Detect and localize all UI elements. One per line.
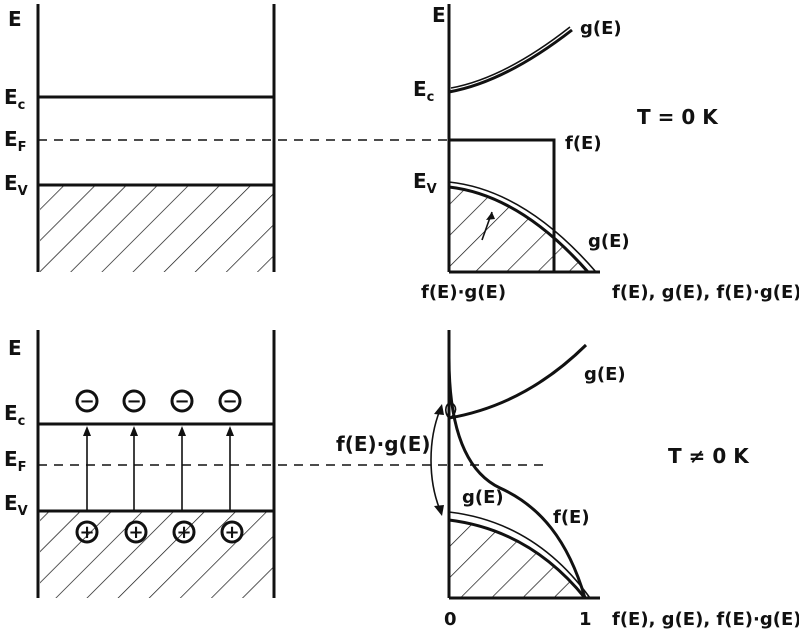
svg-text:+: +	[176, 522, 191, 543]
excitation-arrow-4	[226, 426, 234, 511]
f-fermi-dirac-curve	[447, 357, 587, 599]
curved-double-arrow	[430, 409, 441, 511]
hole-2: +	[124, 520, 148, 544]
electron-2: −	[122, 389, 146, 413]
g-conduction-curve	[448, 28, 573, 94]
svg-text:+: +	[224, 522, 239, 543]
g-upper-label: g(E)	[580, 18, 622, 39]
small-arrow-head	[486, 212, 495, 220]
temperature-label: T = 0 K	[637, 105, 719, 129]
excitation-arrow-1	[83, 426, 91, 511]
g-valence-curve-outer	[448, 511, 591, 599]
svg-text:−: −	[126, 391, 141, 412]
valence-product-hatch	[449, 187, 588, 272]
temperature-label: T ≠ 0 K	[668, 444, 750, 468]
electron-3: −	[170, 389, 194, 413]
ec-label: Ec	[413, 77, 434, 105]
hole-4: +	[220, 520, 244, 544]
curved-arrow-head-bottom	[434, 505, 444, 516]
x-axis-label: f(E), g(E), f(E)·g(E)	[612, 609, 799, 630]
svg-text:+: +	[128, 522, 143, 543]
ec-label: Ec	[4, 401, 25, 429]
ev-label: EV	[4, 171, 28, 199]
excitation-arrow-2	[130, 426, 138, 511]
ev-label: EV	[4, 491, 28, 519]
energy-axis-label: E	[432, 3, 446, 27]
svg-text:−: −	[79, 391, 94, 412]
f-label: f(E)	[553, 507, 590, 528]
valence-product-hatch	[449, 520, 585, 598]
g-conduction-curve-outer	[450, 26, 571, 89]
product-label: f(E)·g(E)	[336, 432, 431, 456]
x-axis-label: f(E), g(E), f(E)·g(E)	[612, 282, 799, 303]
hole-1: +	[75, 520, 99, 544]
g-valence-curve	[448, 518, 587, 599]
excitation-arrow-3	[178, 426, 186, 511]
energy-axis-label: E	[8, 336, 22, 360]
g-valence-curve-outer	[448, 181, 597, 273]
g-conduction-curve	[448, 343, 588, 420]
ef-label: EF	[4, 447, 27, 475]
g-valence-curve	[448, 185, 590, 273]
g-lower-label: g(E)	[588, 231, 630, 252]
tick-one: 1	[579, 609, 592, 630]
ec-label: Ec	[4, 85, 25, 113]
curved-arrow-head-top	[434, 404, 444, 415]
ef-label: EF	[4, 127, 27, 155]
electron-1: −	[75, 389, 99, 413]
hole-3: +	[172, 520, 196, 544]
g-upper-label: g(E)	[584, 364, 626, 385]
svg-text:−: −	[222, 391, 237, 412]
ev-label: EV	[413, 169, 437, 197]
f-step-function	[449, 138, 556, 272]
f-label: f(E)	[565, 133, 602, 154]
svg-text:−: −	[174, 391, 189, 412]
bottom-left-panel: E Ec EF EV − − − −	[4, 330, 276, 598]
g-lower-label: g(E)	[462, 487, 504, 508]
tick-zero: 0	[444, 609, 457, 630]
electron-4: −	[218, 389, 242, 413]
valence-band-hatch	[40, 186, 273, 272]
top-right-panel: E Ec EV g(E) f(E) g(E) T = 0 K f(E)·g(E)…	[413, 3, 799, 303]
svg-text:+: +	[79, 522, 94, 543]
energy-axis-label: E	[8, 7, 22, 31]
product-label: f(E)·g(E)	[421, 282, 506, 303]
top-left-panel: E Ec EF EV	[4, 4, 276, 272]
bottom-right-panel: g(E) g(E) f(E) f(E)·g(E) T ≠ 0 K 0 1 f(E…	[336, 330, 799, 630]
